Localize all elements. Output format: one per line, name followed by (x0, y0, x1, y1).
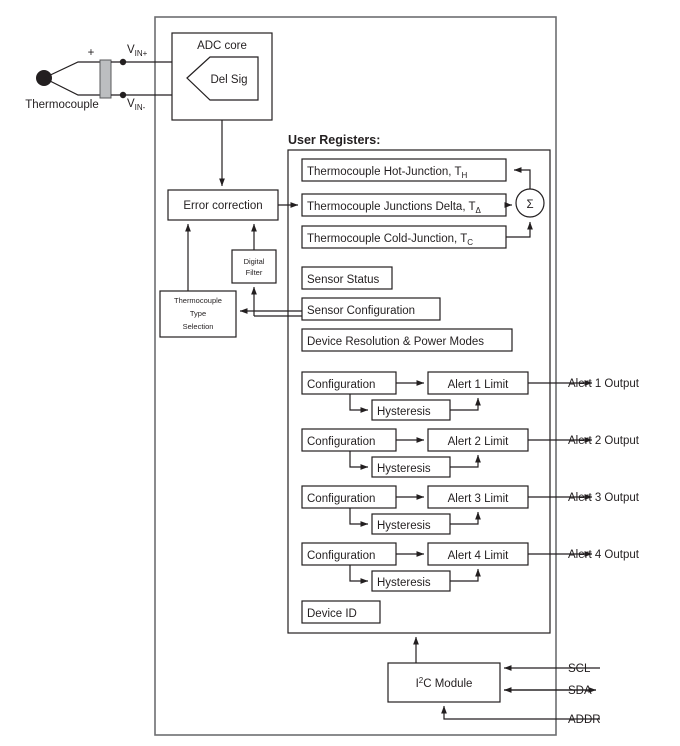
cold-junction-to-sum-wire (506, 221, 533, 238)
hysteresis-label: Hysteresis (377, 577, 431, 589)
device-resolution-label: Device Resolution & Power Modes (307, 336, 484, 348)
cold-junction-label: Thermocouple Cold-Junction, TC (307, 233, 473, 247)
type-selection-box (159, 290, 237, 338)
vin-plus-label: VIN+ (127, 44, 148, 58)
summing-junction: Σ (515, 188, 545, 218)
digital-filter-block: Digital Filter (231, 249, 277, 284)
thermocouple-type-selection-block: Thermocouple Type Selection (159, 290, 237, 338)
alert-configuration-label: Configuration (307, 436, 375, 448)
sensor-configuration-label: Sensor Configuration (307, 305, 415, 317)
addr-label: ADDR (568, 714, 601, 726)
sensor-configuration-register: Sensor Configuration (301, 297, 441, 321)
alert-limit-label: Alert 1 Limit (448, 379, 510, 391)
adc-core-title: ADC core (197, 40, 247, 52)
vin-plus-terminal-dot (119, 58, 127, 66)
alert-configuration-label: Configuration (307, 550, 375, 562)
alert-output-label: Alert 2 Output (568, 435, 640, 447)
alert-output-label: Alert 4 Output (568, 549, 640, 561)
scl-label: SCL (568, 663, 591, 675)
user-registers-container (287, 149, 551, 634)
hysteresis-to-limit-wire (450, 397, 481, 411)
adc-core-block: ADC core Del Sig (171, 32, 273, 121)
error-correction-box (167, 189, 279, 221)
junctions-delta-label: Thermocouple Junctions Delta, TΔ (307, 201, 482, 215)
thermocouple-label: Thermocouple (25, 99, 99, 111)
hot-junction-box (301, 158, 507, 182)
i2c-module-label: I2C Module (416, 676, 473, 690)
cold-junction-register: Thermocouple Cold-Junction, TC (301, 225, 507, 249)
alert-limit-label: Alert 4 Limit (448, 550, 510, 562)
addr-wire (441, 705, 600, 720)
alert-configuration-label: Configuration (307, 379, 375, 391)
config-to-hysteresis-wire (349, 565, 369, 584)
sensor-configuration-box (301, 297, 441, 321)
device-id-register: Device ID (301, 600, 381, 624)
type-selection-label-line2: Type (190, 309, 206, 318)
delta-sigma-label: Del Sig (210, 74, 247, 86)
sigma-symbol: Σ (526, 199, 533, 211)
alert-limit-label: Alert 3 Limit (448, 493, 510, 505)
hysteresis-label: Hysteresis (377, 463, 431, 475)
thermocouple-connector (99, 59, 112, 99)
config-to-hysteresis-wire (349, 394, 369, 413)
hysteresis-label: Hysteresis (377, 520, 431, 532)
alert-configuration-label: Configuration (307, 493, 375, 505)
user-registers-heading: User Registers: (288, 133, 380, 147)
polarity-plus-label: + (88, 47, 95, 59)
device-id-box (301, 600, 381, 624)
digital-filter-label-line1: Digital (244, 257, 265, 266)
hot-junction-label: Thermocouple Hot-Junction, TH (307, 166, 467, 180)
error-correction-block: Error correction (167, 189, 279, 221)
thermocouple-lead-positive (43, 61, 101, 79)
config-to-hysteresis-wire (349, 451, 369, 470)
junctions-delta-register: Thermocouple Junctions Delta, TΔ (301, 193, 507, 217)
vin-minus-label: VIN- (127, 98, 146, 112)
i2c-module-box (387, 662, 501, 703)
hot-junction-register: Thermocouple Hot-Junction, TH (301, 158, 507, 182)
device-resolution-box (301, 328, 513, 352)
sda-label: SDA (568, 685, 592, 697)
device-id-label: Device ID (307, 608, 357, 620)
config-to-hysteresis-wire (349, 508, 369, 527)
digital-filter-label-line2: Filter (246, 268, 263, 277)
alert-output-label: Alert 3 Output (568, 492, 640, 504)
hysteresis-label: Hysteresis (377, 406, 431, 418)
thermocouple-lead-negative (43, 77, 101, 96)
delta-sigma-modulator-shape (186, 56, 259, 101)
alert-output-label: Alert 1 Output (568, 378, 640, 390)
vin-minus-terminal-dot (119, 91, 127, 99)
type-selection-label-line1: Thermocouple (174, 296, 222, 305)
chip-boundary (154, 16, 557, 736)
hysteresis-to-limit-wire (450, 454, 481, 468)
alert-limit-label: Alert 2 Limit (448, 436, 510, 448)
sum-to-hot-junction-wire (513, 167, 531, 189)
sensor-status-register: Sensor Status (301, 266, 393, 290)
sensor-status-label: Sensor Status (307, 274, 379, 286)
i2c-module-block: I2C Module (387, 662, 501, 703)
type-selection-label-line3: Selection (183, 322, 214, 331)
sensor-status-box (301, 266, 393, 290)
error-correction-label: Error correction (183, 200, 262, 212)
device-resolution-register: Device Resolution & Power Modes (301, 328, 513, 352)
hysteresis-to-limit-wire (450, 568, 481, 582)
thermocouple-sensor: Thermocouple + (25, 47, 112, 111)
digital-filter-box (231, 249, 277, 284)
hysteresis-to-limit-wire (450, 511, 481, 525)
